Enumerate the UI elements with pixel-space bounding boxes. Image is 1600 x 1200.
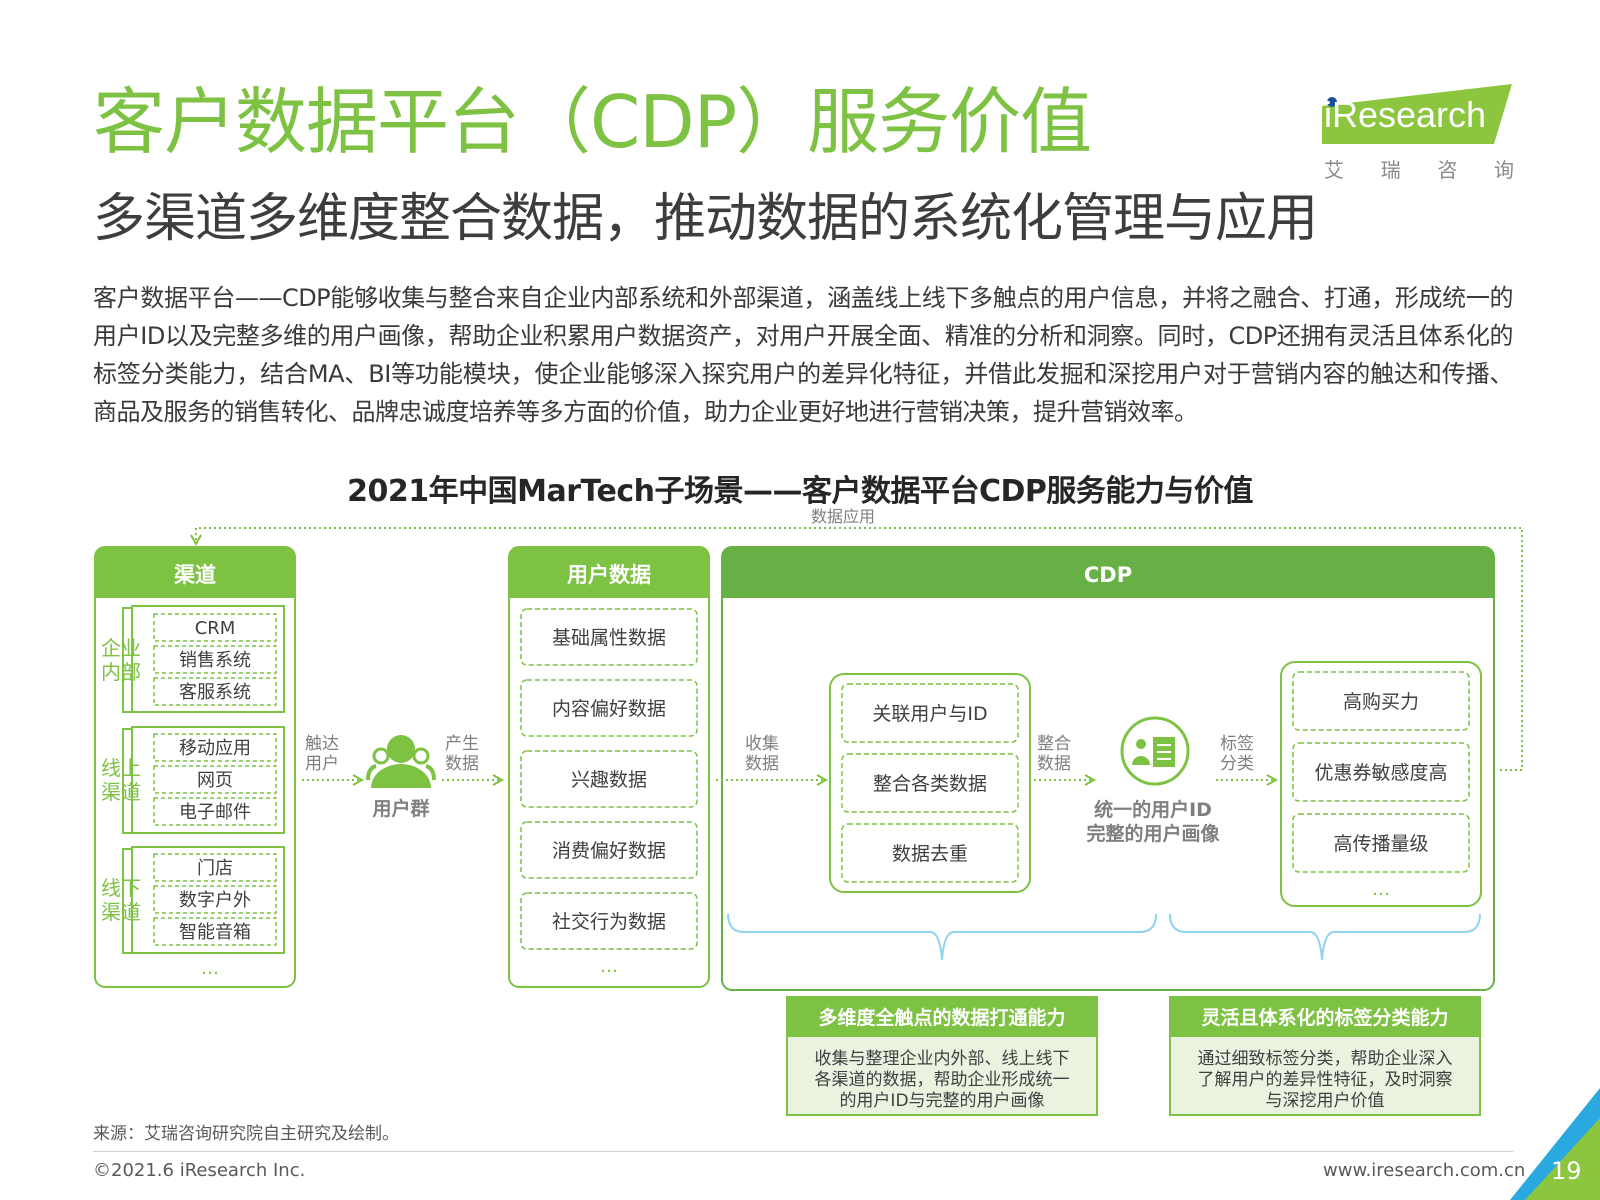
diagram-title: 2021年中国MarTech子场景——客户数据平台CDP服务能力与价值 (347, 474, 1253, 509)
capability-card-1: 多维度全触点的数据打通能力 收集与整理企业内外部、线上线下 各渠道的数据，帮助企… (786, 996, 1098, 1116)
group-label-online: 线上渠道 (101, 756, 141, 804)
user-data-item: 内容偏好数据 (552, 698, 666, 720)
profile-label: 统一的用户ID (1094, 798, 1212, 821)
user-data-item: 社交行为数据 (552, 911, 666, 933)
channels-header: 渠道 (174, 563, 216, 587)
capability-desc: 通过细致标签分类，帮助企业深入 (1198, 1049, 1453, 1069)
body-paragraph: 客户数据平台——CDP能够收集与整合来自企业内部系统和外部渠道，涵盖线上线下多触… (93, 284, 1514, 426)
arrow-produce-data: 产生 数据 (442, 734, 502, 780)
brace-right (1169, 913, 1481, 961)
page-subtitle: 多渠道多维度整合数据，推动数据的系统化管理与应用 (93, 189, 1318, 249)
channel-item: CRM (195, 618, 236, 639)
arrow-label: 标签 (1220, 734, 1254, 754)
capability-desc: 各渠道的数据，帮助企业形成统一 (815, 1070, 1070, 1090)
user-data-more: … (600, 956, 618, 977)
channel-item: 门店 (197, 858, 233, 879)
channel-item: 智能音箱 (179, 922, 251, 943)
feedback-label: 数据应用 (811, 507, 875, 526)
copyright: ©2021.6 iResearch Inc. (93, 1160, 306, 1181)
user-data-header: 用户数据 (567, 563, 651, 587)
channel-item: 移动应用 (179, 738, 251, 759)
capability-card-2: 灵活且体系化的标签分类能力 通过细致标签分类，帮助企业深入 了解用户的差异性特征… (1169, 996, 1481, 1116)
arrow-label: 收集 (745, 734, 779, 754)
channels-more: … (201, 958, 219, 979)
tag-item: 优惠券敏感度高 (1314, 762, 1447, 784)
website-link[interactable]: www.iresearch.com.cn (1323, 1160, 1526, 1181)
channel-item: 销售系统 (179, 650, 251, 671)
user-data-item: 基础属性数据 (552, 627, 666, 649)
arrow-touch-users: 触达 用户 (302, 734, 362, 780)
arrow-label: 用户 (305, 754, 339, 774)
tag-item: 高传播量级 (1333, 833, 1428, 855)
user-data-panel: 用户数据 基础属性数据 内容偏好数据 兴趣数据 消费偏好数据 社交行为数据 … (508, 546, 710, 988)
user-profile-icon (1120, 716, 1190, 786)
page-title: 客户数据平台（CDP）服务价值 (93, 80, 1092, 164)
logo-banner-shape (1322, 84, 1512, 144)
corner-decoration (1510, 1088, 1600, 1200)
capability-title: 灵活且体系化的标签分类能力 (1201, 1006, 1448, 1029)
footer-divider (93, 1151, 1513, 1152)
logo-char: 瑞 (1380, 158, 1401, 182)
arrow-label: 数据 (745, 754, 779, 774)
arrow-label: 分类 (1220, 754, 1254, 774)
group-label-line: 企业 (101, 636, 141, 660)
channel-item: 网页 (197, 770, 233, 791)
capability-desc: 了解用户的差异性特征，及时洞察 (1198, 1070, 1453, 1090)
data-application-loop: 数据应用 (196, 506, 1523, 771)
channel-item: 数字户外 (179, 890, 251, 911)
tag-item: 高购买力 (1343, 691, 1419, 713)
capability-desc: 收集与整理企业内外部、线上线下 (815, 1049, 1070, 1069)
capability-title: 多维度全触点的数据打通能力 (818, 1006, 1065, 1029)
logo-char: 艾 (1324, 158, 1344, 182)
process-item: 整合各类数据 (873, 773, 987, 795)
arrow-label: 整合 (1037, 734, 1071, 754)
capability-desc: 与深挖用户价值 (1266, 1091, 1385, 1111)
cdp-header: CDP (1084, 563, 1132, 587)
logo-chinese: 艾 瑞 咨 询 (1324, 154, 1514, 183)
process-item: 数据去重 (892, 843, 968, 865)
arrow-label: 数据 (1037, 754, 1071, 774)
capability-desc: 的用户ID与完整的用户画像 (839, 1091, 1044, 1111)
user-data-item: 消费偏好数据 (552, 840, 666, 862)
arrow-label: 数据 (445, 754, 479, 774)
page-number: 19 (1551, 1157, 1582, 1185)
user-group-icon (366, 735, 436, 788)
arrow-label: 产生 (445, 734, 479, 754)
group-label-offline: 线下渠道 (101, 876, 141, 924)
channels-panel: 渠道 企业内部 CRM 销售系统 客服系统 线上渠道 移动应用 网页 电子邮件 … (94, 546, 296, 988)
user-data-item: 兴趣数据 (571, 769, 647, 791)
source-note: 来源：艾瑞咨询研究院自主研究及绘制。 (93, 1124, 399, 1144)
process-item: 关联用户与ID (872, 703, 987, 725)
tag-more: … (1372, 879, 1390, 900)
profile-label: 完整的用户画像 (1086, 822, 1220, 845)
group-label-internal: 企业内部 (101, 636, 141, 684)
logo-brand-text: iResearch (1324, 94, 1487, 135)
user-group-label: 用户群 (372, 797, 429, 820)
channel-item: 客服系统 (179, 682, 251, 703)
logo-char: 询 (1493, 158, 1514, 182)
iresearch-logo: iResearch 艾 瑞 咨 询 (1318, 84, 1518, 183)
brace-left (727, 913, 1157, 961)
logo-char: 咨 (1437, 158, 1458, 182)
cdp-panel: CDP 收集 数据 关联用户与ID 整合各类数据 数据去重 整合 数据 统一的用… (716, 546, 1495, 991)
arrow-label: 触达 (305, 734, 339, 754)
channel-item: 电子邮件 (179, 802, 251, 823)
